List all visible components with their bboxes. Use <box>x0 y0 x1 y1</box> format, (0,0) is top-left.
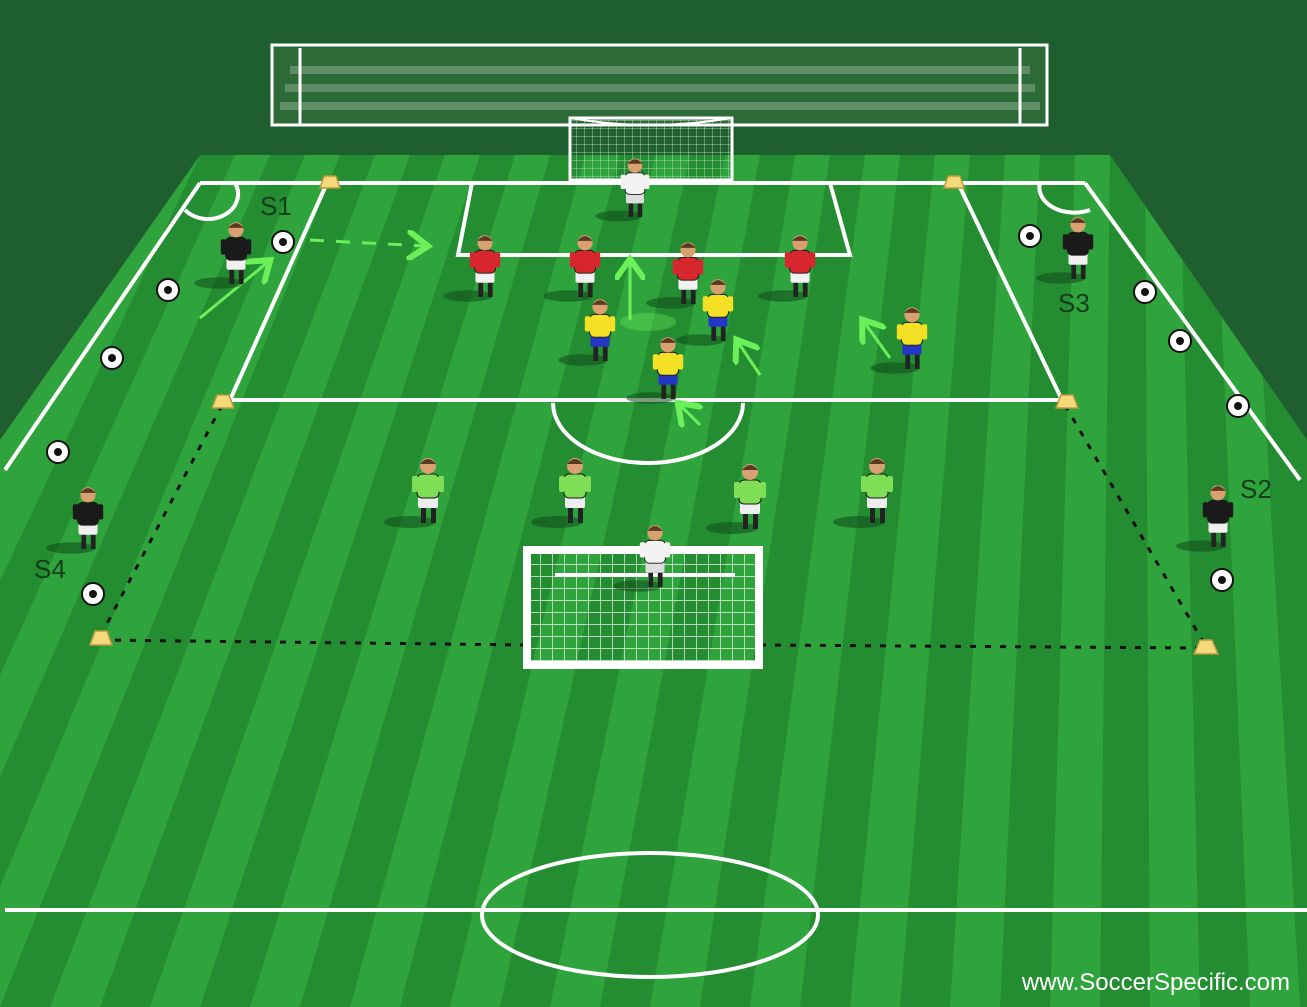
watermark: www.SoccerSpecific.com <box>1021 969 1290 996</box>
ball-icon <box>157 279 179 301</box>
ball-icon <box>47 441 69 463</box>
server-label-s2: S2 <box>1240 474 1272 504</box>
far-goal <box>570 118 732 180</box>
cone <box>320 176 340 188</box>
cone <box>944 176 964 188</box>
ball-icon <box>1227 395 1249 417</box>
server-label-s1: S1 <box>260 191 292 221</box>
near-goal <box>527 550 759 665</box>
ball-icon <box>1019 225 1041 247</box>
ball-icon <box>1169 330 1191 352</box>
ball-icon <box>1211 569 1233 591</box>
ball-icon <box>272 231 294 253</box>
ball-icon <box>101 347 123 369</box>
ball-icon <box>1134 281 1156 303</box>
stadium-stand <box>272 45 1047 125</box>
server-label-s3: S3 <box>1058 288 1090 318</box>
ball-icon <box>82 583 104 605</box>
server-label-s4: S4 <box>34 554 66 584</box>
